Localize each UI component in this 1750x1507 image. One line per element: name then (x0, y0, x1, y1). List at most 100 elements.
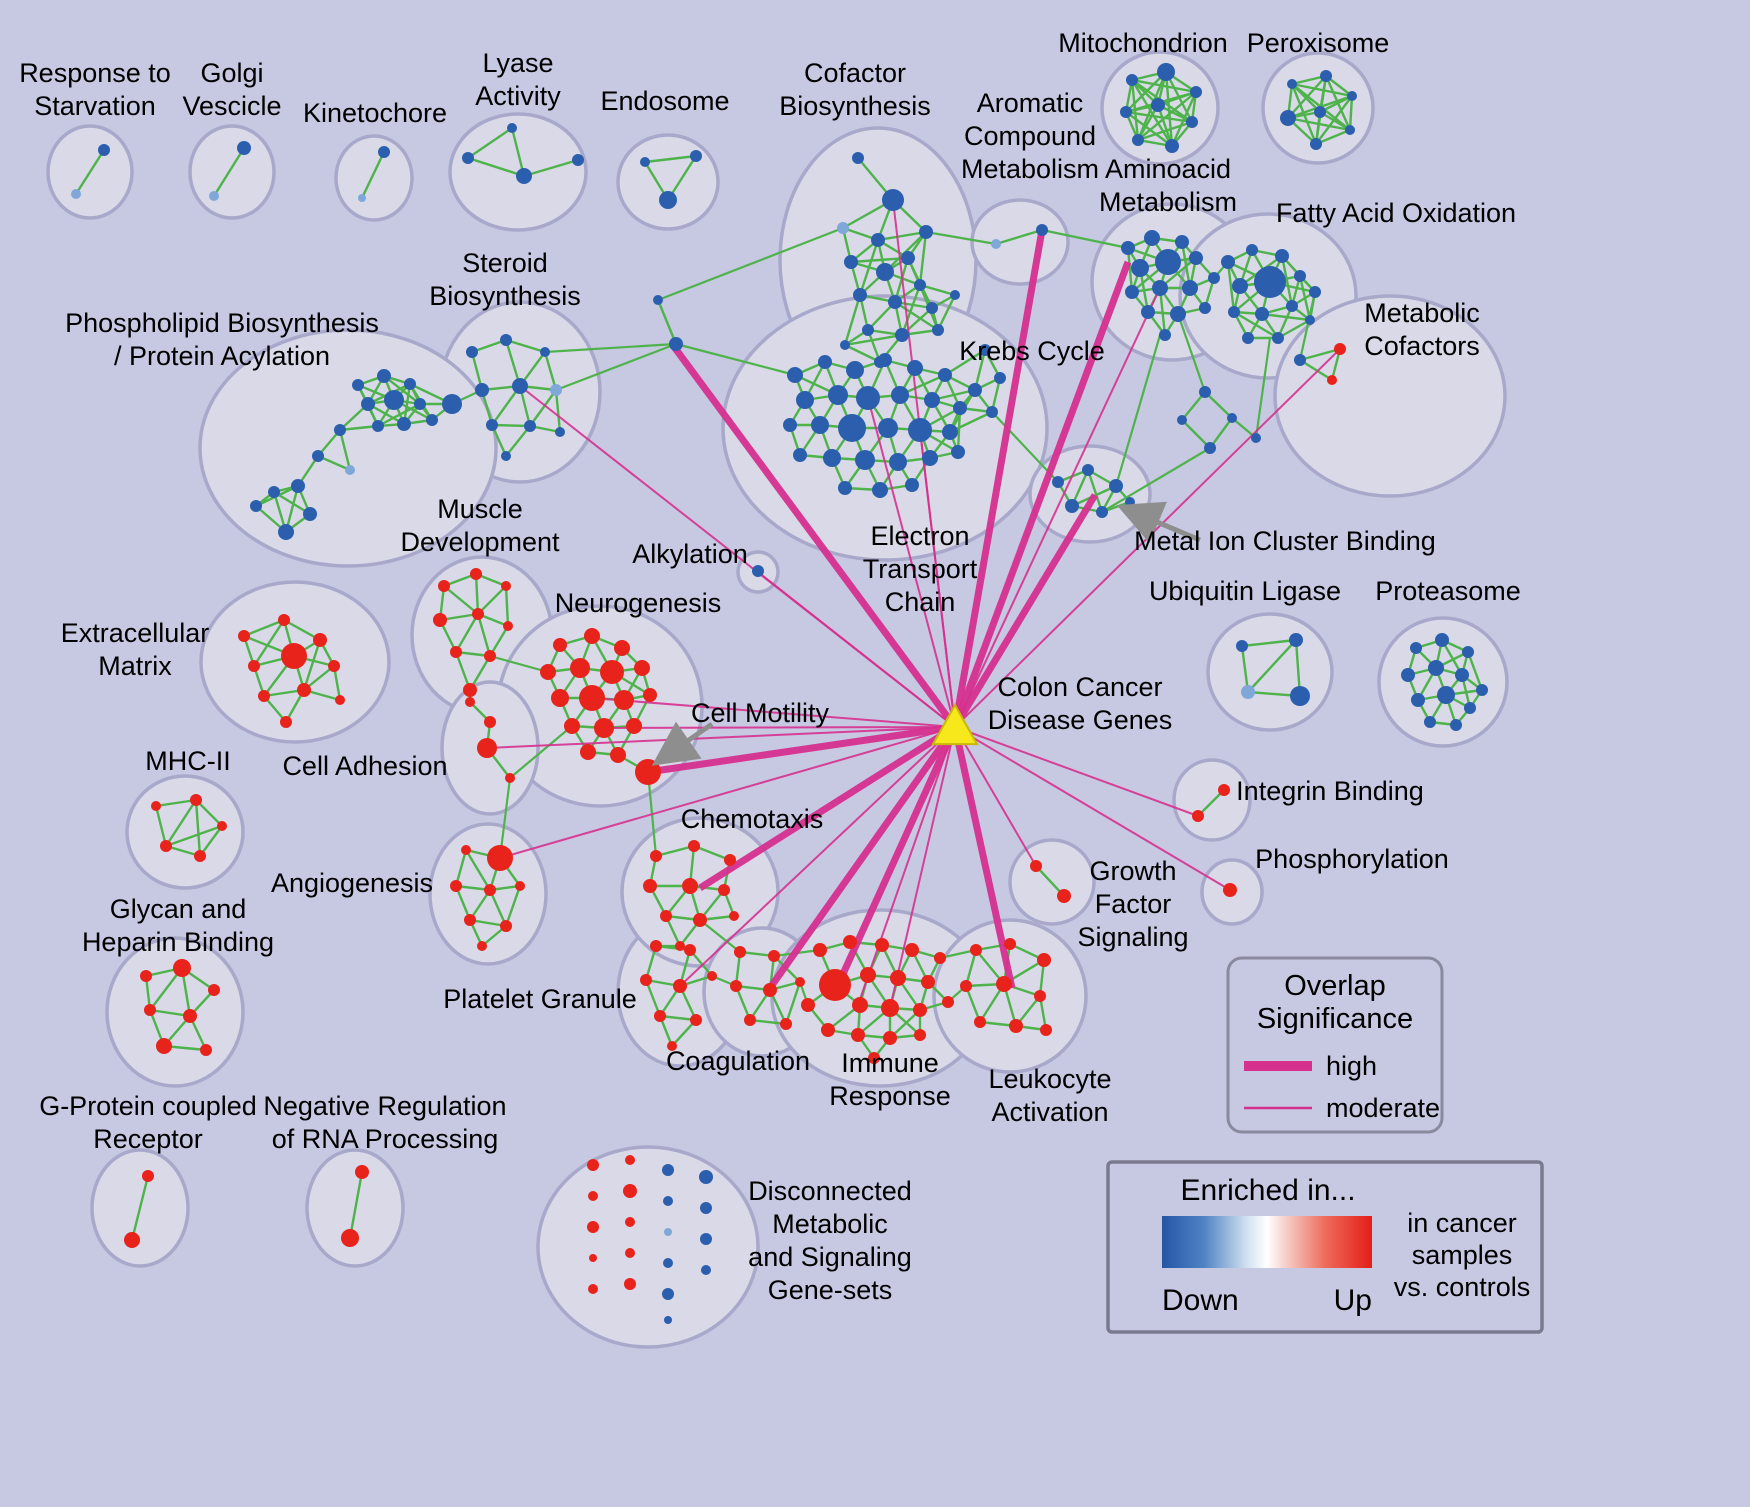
label-metal-ion-cluster-binding: Metal Ion Cluster Binding (1134, 526, 1436, 556)
colon-cancer-hub-triangle (931, 702, 979, 746)
label-phospholipid-biosynthesis: Phospholipid Biosynthesis/ Protein Acyla… (65, 308, 379, 371)
overlap-edge-moderate (867, 397, 956, 728)
gene-set-node-proteasome (1435, 633, 1449, 647)
edge-metal-ion-cluster (1086, 469, 1104, 513)
gene-set-node-electron-transport-chain (796, 391, 814, 409)
edge-coagulation (749, 1018, 787, 1026)
overlap-edge-moderate (889, 726, 956, 1009)
gene-set-node-mhc-ii (151, 801, 161, 811)
edge-mhc-ii (164, 799, 198, 847)
edge-response-to-starvation (74, 149, 106, 195)
gene-set-node-aminoacid-metabolism (1182, 280, 1198, 296)
gene-set-node-metal-ion-cluster (1052, 476, 1064, 488)
gene-set-node-fatty-acid-oxidation (1254, 266, 1286, 298)
gene-set-node-muscle-development (470, 568, 482, 580)
gene-set-node-disconnected-gene-sets (699, 1170, 713, 1184)
gene-set-node-neurogenesis (634, 660, 650, 676)
link-edge (925, 230, 997, 246)
gene-set-node-electron-transport-chain (953, 401, 967, 415)
edge-steroid-biosynthesis (471, 338, 507, 354)
gene-set-node-immune-response (905, 943, 919, 957)
gene-set-node-muscle-development (438, 580, 450, 592)
overlap-edge-high (951, 726, 1016, 989)
legend-down-label: Down (1162, 1284, 1239, 1317)
edge-mitochondrion (1164, 71, 1174, 147)
gene-set-node-platelet-granule (684, 944, 696, 956)
gene-set-node-metabolic-cofactors (1327, 375, 1337, 385)
gene-set-node-chemotaxis (675, 941, 685, 951)
cluster-ellipse-endosome (616, 133, 720, 231)
gene-set-node-extracellular-matrix (328, 660, 340, 672)
nodes (71, 63, 1488, 1324)
gene-set-node-proteasome (1462, 646, 1474, 658)
legend-overlap-title-line1: Overlap (1284, 970, 1386, 1002)
gene-set-node-coagulation (780, 1018, 792, 1030)
gene-set-node-ubiquitin-ligase (1236, 640, 1248, 652)
gene-set-node-mitochondrion (1165, 139, 1179, 153)
gene-set-node-neurogenesis (626, 718, 642, 734)
gene-set-node-aminoacid-metabolism (1170, 306, 1186, 322)
gene-set-node-leukocyte-activation (960, 980, 972, 992)
gene-set-node-chemotaxis (660, 910, 672, 922)
gene-set-node-platelet-granule (673, 979, 687, 993)
gene-set-node-endosome (690, 150, 702, 162)
edge-chemotaxis (693, 844, 731, 862)
edge-lyase-activity (523, 158, 579, 178)
gene-set-node-metal-ion-cluster (1109, 479, 1123, 493)
gene-set-node-ubiquitin-ligase (1289, 633, 1303, 647)
gene-set-node-junction-nodes (669, 337, 683, 351)
edge-steroid-biosynthesis (554, 389, 562, 433)
edge-steroid-biosynthesis (529, 389, 557, 427)
gene-set-node-ubiquitin-ligase (1290, 686, 1310, 706)
link-edge (1254, 337, 1272, 439)
edge-angiogenesis (504, 885, 522, 927)
gene-set-node-immune-response (852, 997, 868, 1013)
edge-metabolic-trail (1181, 419, 1211, 449)
gene-set-node-peroxisome (1314, 106, 1326, 118)
overlap-edges (486, 199, 1341, 1009)
edge-phospholipid-biosynthesis (338, 429, 352, 471)
gene-set-node-fatty-acid-oxidation (1309, 286, 1321, 298)
gene-set-node-proteasome (1455, 668, 1469, 682)
gene-set-node-aromatic-compound-metabolism (1036, 224, 1048, 236)
gene-set-node-cofactor-biosynthesis (840, 340, 850, 350)
gene-set-node-neurogenesis (635, 759, 661, 785)
cell-motility-arrow (651, 721, 714, 766)
gene-set-node-immune-response (875, 938, 889, 952)
edge-steroid-biosynthesis (543, 351, 558, 391)
cluster-ellipse-golgi-vescicle (188, 124, 276, 220)
legend-enriched-title: Enriched in... (1180, 1174, 1355, 1207)
gene-set-node-muscle-development (433, 613, 447, 627)
edge-leukocyte-activation (964, 949, 978, 987)
gene-set-node-fatty-acid-oxidation (1286, 300, 1298, 312)
gene-set-node-phospholipid-biosynthesis (414, 398, 426, 410)
enrichment-gradient-bar (1162, 1216, 1372, 1268)
edge-extracellular-matrix (243, 618, 285, 638)
gene-set-node-lyase-activity (507, 123, 517, 133)
gene-set-node-extracellular-matrix (297, 683, 311, 697)
gene-set-node-leukocyte-activation (970, 944, 982, 956)
gene-set-node-angiogenesis (450, 880, 462, 892)
gene-set-node-aminoacid-metabolism (1152, 280, 1168, 296)
label-neurogenesis: Neurogenesis (555, 588, 722, 618)
gene-set-node-platelet-granule (654, 1010, 666, 1022)
label-krebs-cycle: Krebs Cycle (959, 336, 1105, 366)
gene-set-node-alkylation (752, 565, 764, 577)
gene-set-node-growth-factor-signaling (1030, 860, 1042, 872)
edge-cofactor-biosynthesis (900, 284, 922, 336)
edge-peroxisome (1348, 95, 1354, 131)
edge-steroid-biosynthesis (491, 385, 521, 426)
gene-set-node-immune-response (868, 1052, 880, 1064)
gene-set-node-metal-ion-cluster (1096, 506, 1108, 518)
gene-set-node-cofactor-biosynthesis (871, 233, 885, 247)
gene-set-node-immune-response (914, 1029, 926, 1041)
gene-set-node-peroxisome (1345, 125, 1355, 135)
gene-set-node-cofactor-biosynthesis (919, 225, 933, 239)
edge-metabolic-trail (1209, 417, 1233, 449)
edge-angiogenesis (454, 885, 472, 921)
edge-muscle-development (477, 585, 507, 615)
